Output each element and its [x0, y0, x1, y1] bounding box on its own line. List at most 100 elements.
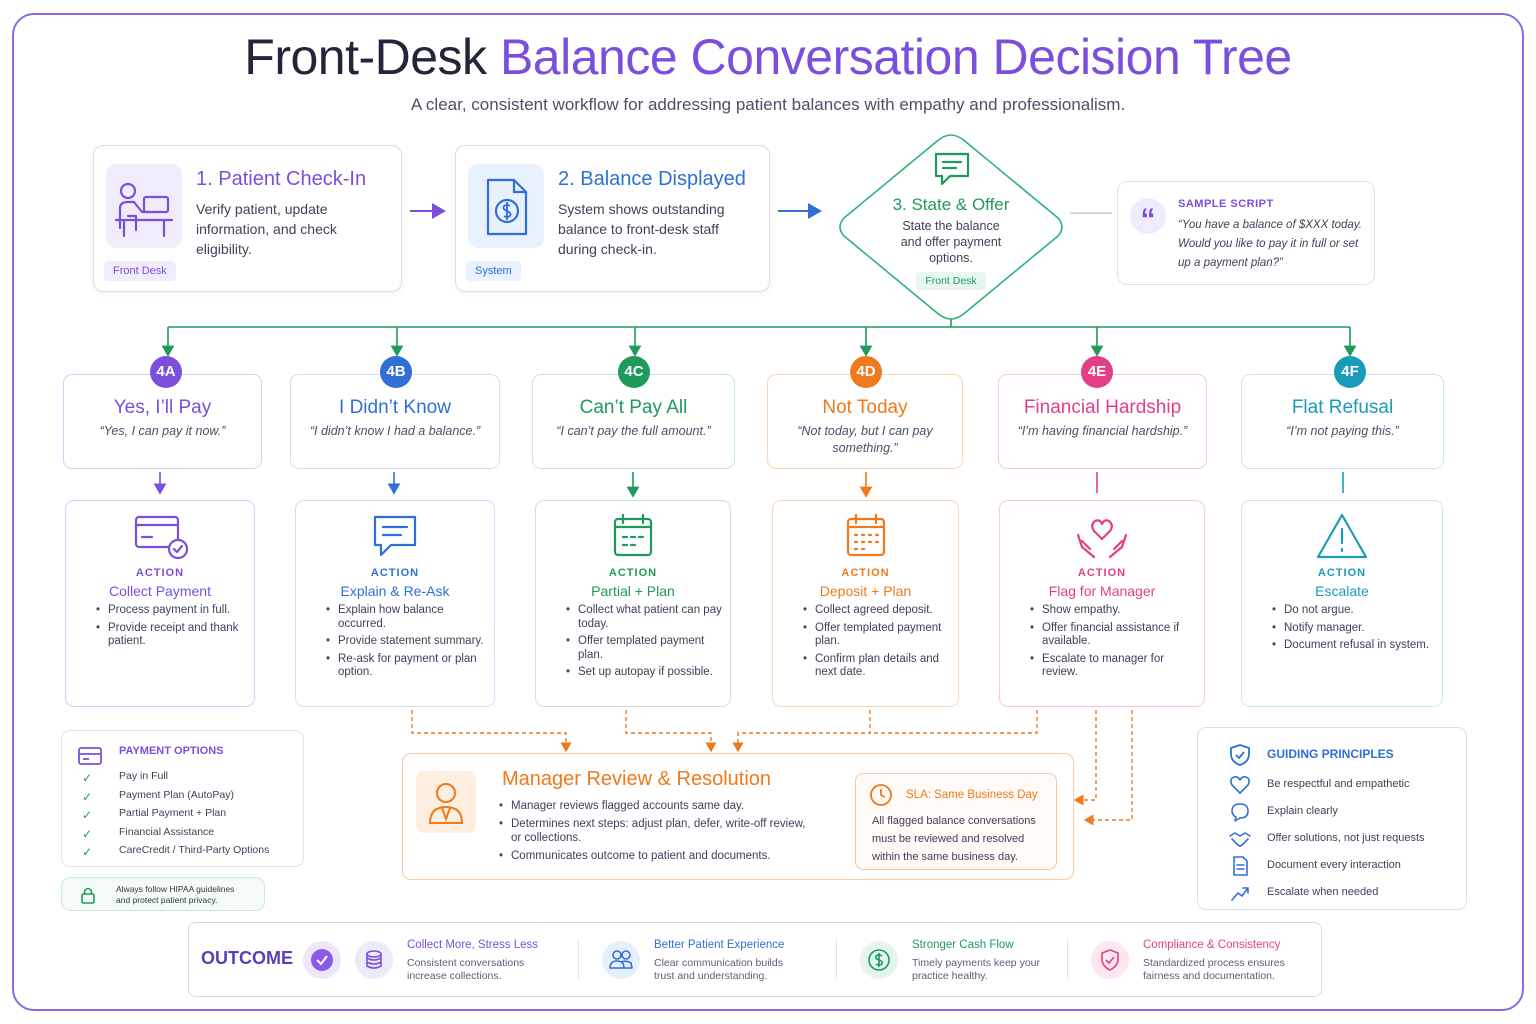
shield-check-icon [1091, 941, 1129, 979]
dashed-escalation-lines [411, 710, 1133, 826]
check-icon: ✓ [82, 845, 93, 859]
payment-option-label: CareCredit / Third-Party Options [119, 844, 270, 856]
quote-icon: “ [1130, 198, 1166, 236]
response-card: Financial Hardship “I’m having financial… [998, 374, 1207, 469]
script-text: “You have a balance of $XXX today. Would… [1178, 219, 1362, 269]
principle-item: Explain clearly [1229, 801, 1338, 828]
principle-label: Be respectful and empathetic [1267, 778, 1410, 790]
action-label: ACTION [841, 567, 890, 579]
step-title: 2. Balance Displayed [558, 168, 746, 190]
response-quote: “Not today, but I can pay something.” [797, 424, 933, 455]
list-item: Determines next steps: adjust plan, defe… [499, 817, 809, 845]
response-quote: “I didn’t know I had a balance.” [309, 424, 481, 438]
action-title: Explain & Re-Ask [340, 583, 450, 599]
person-at-computer-icon [106, 164, 182, 248]
page-frame [12, 13, 1524, 1011]
outcome-divider [578, 939, 579, 979]
response-title: Not Today [822, 397, 908, 418]
action-title: Flag for Manager [1048, 583, 1156, 599]
desc-line: trust and understanding. [654, 970, 768, 982]
response-card: Can’t Pay All “I can’t pay the full amou… [532, 374, 735, 469]
hipaa-note: Always follow HIPAA guidelines and prote… [61, 877, 265, 911]
heart-icon [1230, 776, 1250, 794]
list-item: Escalate to manager for review. [1030, 653, 1196, 680]
payment-option-item: ✓ CareCredit / Third-Party Options [82, 843, 269, 861]
role-tag: Front Desk [916, 272, 986, 290]
shield-check-icon [1230, 744, 1250, 766]
response-title: Financial Hardship [1023, 397, 1182, 418]
action-list: Explain how balance occurred. Provide sta… [326, 604, 486, 684]
principle-item: Escalate when needed [1229, 882, 1378, 909]
payment-option-label: Financial Assistance [119, 825, 215, 838]
outcome-divider [1067, 939, 1068, 979]
payment-options-panel: PAYMENT OPTIONS ✓Pay in Full✓Payment Pla… [61, 730, 304, 867]
handshake-icon [1229, 832, 1251, 847]
outcome-check-icon [303, 941, 341, 979]
response-quote: “Yes, I can pay it now.” [99, 424, 226, 438]
manager-review-list: Manager reviews flagged accounts same da… [499, 799, 809, 867]
response-badge: 4C [618, 356, 650, 388]
list-item: Communicates outcome to patient and docu… [499, 849, 809, 863]
principle-label: Offer solutions, not just requests [1267, 832, 1425, 844]
step-title: 1. Patient Check-In [196, 168, 367, 190]
action-title: Escalate [1315, 583, 1369, 599]
response-title: Flat Refusal [1291, 397, 1394, 418]
principle-item: Document every interaction [1229, 855, 1401, 882]
outcome-item-title: Stronger Cash Flow [912, 939, 1014, 951]
list-item: Collect what patient can pay today. [566, 604, 722, 631]
payment-option-item: ✓Payment Plan (AutoPay) [82, 788, 234, 806]
heart-hands-icon [1076, 519, 1128, 559]
check-icon: ✓ [82, 771, 93, 785]
step-card-balance-displayed: 2. Balance Displayed System shows outsta… [455, 145, 770, 292]
hipaa-line: Always follow HIPAA guidelines [116, 884, 235, 894]
speech-bubble-icon [1231, 803, 1249, 822]
action-label: ACTION [370, 567, 420, 579]
check-icon: ✓ [82, 808, 93, 822]
action-list: Collect agreed deposit.Offer templated p… [803, 604, 950, 684]
action-label: ACTION [1317, 567, 1367, 579]
list-item: Notify manager. [1272, 622, 1434, 636]
hipaa-text: Always follow HIPAA guidelines and prote… [116, 884, 234, 906]
action-card: ACTION Escalate Do not argue.Notify mana… [1241, 500, 1443, 707]
warning-triangle-icon [1316, 513, 1368, 559]
response-badge: 4A [150, 356, 182, 388]
chat-bubble-icon [934, 152, 970, 186]
desc-line: practice healthy. [912, 970, 988, 982]
response-badge: 4E [1081, 356, 1113, 388]
action-list: Process payment in full. Provide receipt … [96, 604, 246, 653]
principle-item: Be respectful and empathetic [1229, 774, 1409, 801]
role-tag: Front Desk [104, 261, 176, 281]
action-label: ACTION [1077, 567, 1127, 579]
principle-label: Explain clearly [1267, 805, 1338, 817]
action-card: ACTION Partial + Plan Collect what patie… [535, 500, 731, 707]
step-diamond-state-offer: 3. State & Offer State the balance and o… [836, 132, 1066, 322]
payment-option-item: ✓Financial Assistance [82, 825, 214, 843]
response-card: Yes, I’ll Pay “Yes, I can pay it now.” [63, 374, 262, 469]
list-item: Provide statement summary. [326, 635, 486, 649]
list-item: Collect agreed deposit. [803, 604, 950, 618]
list-item: Re-ask for payment or plan option. [326, 653, 486, 680]
desc-line: Clear communication builds [654, 957, 783, 969]
list-item: Explain how balance occurred. [326, 604, 486, 631]
response-title: I Didn’t Know [339, 397, 451, 418]
list-item: Set up autopay if possible. [566, 666, 722, 680]
action-card: ACTION Collect Payment Process payment i… [65, 500, 255, 707]
response-badge: 4D [850, 356, 882, 388]
list-item: Process payment in full. [96, 604, 246, 618]
trend-up-arrow-icon [1231, 887, 1249, 901]
manager-review-title: Manager Review & Resolution [502, 768, 772, 790]
principle-item: Offer solutions, not just requests [1229, 828, 1425, 855]
action-card: ACTION Deposit + Plan Collect agreed dep… [772, 500, 959, 707]
list-item: Provide receipt and thank patient. [96, 622, 246, 649]
desc-line: fairness and documentation. [1143, 970, 1275, 982]
action-label: ACTION [135, 567, 185, 579]
outcome-divider [836, 939, 837, 979]
outcome-label: OUTCOME [201, 948, 293, 968]
payment-option-label: Pay in Full [119, 770, 169, 782]
payment-option-item: ✓Partial Payment + Plan [82, 806, 226, 824]
